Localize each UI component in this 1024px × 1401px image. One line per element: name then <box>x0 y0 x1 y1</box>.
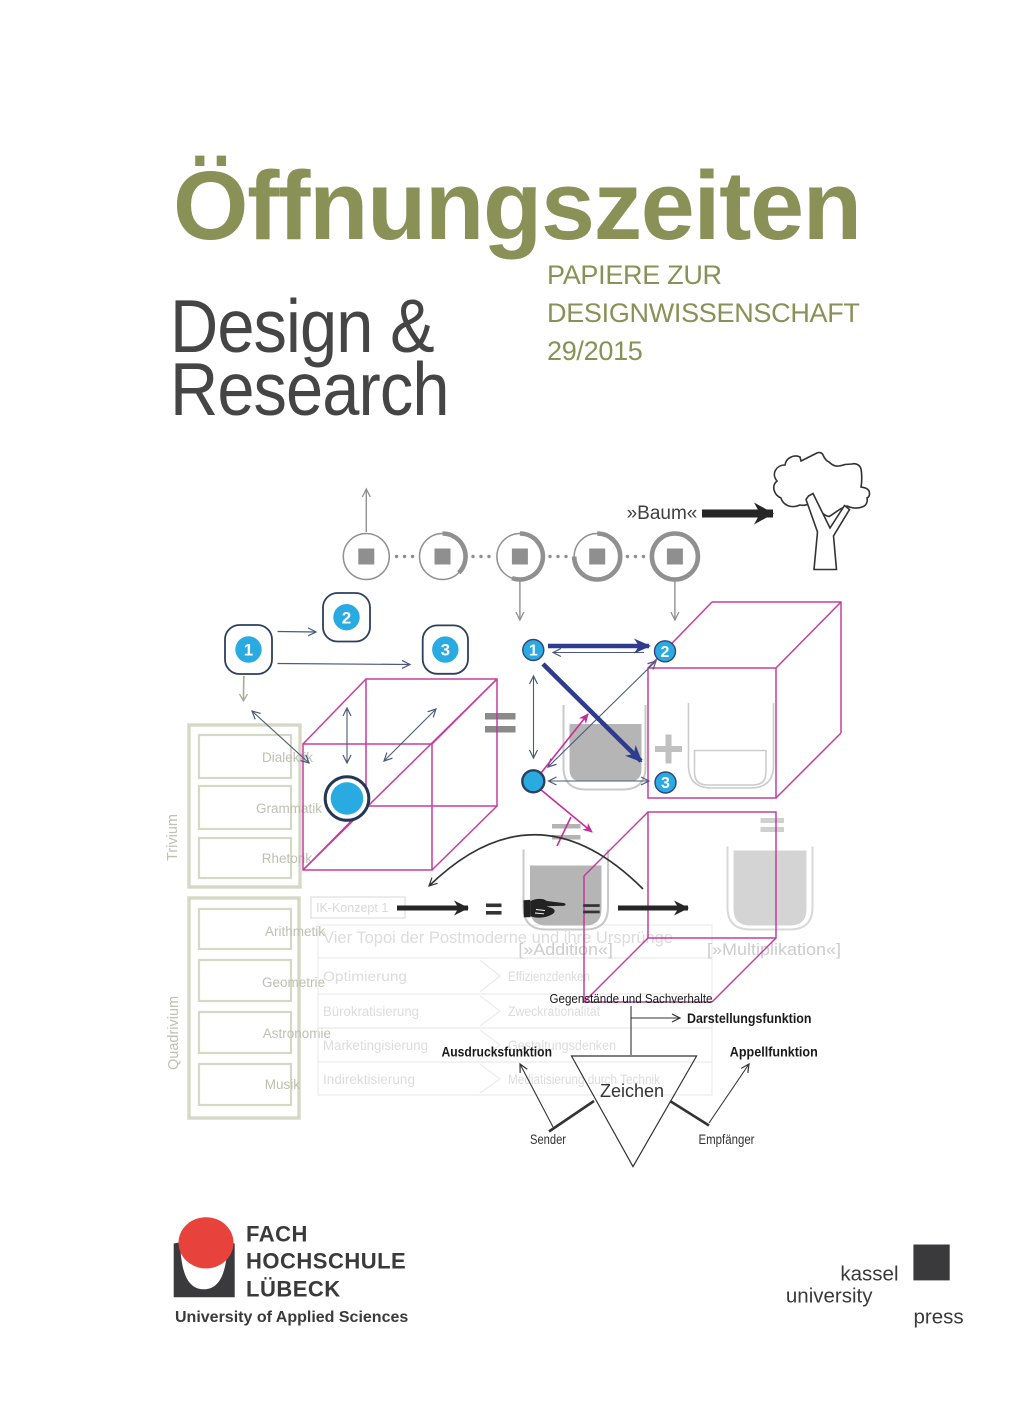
svg-text:Effizienzdenken: Effizienzdenken <box>508 969 590 984</box>
svg-text:IK-Konzept 1: IK-Konzept 1 <box>316 901 388 915</box>
svg-text:press: press <box>914 1306 964 1329</box>
svg-text:Optimierung: Optimierung <box>323 969 407 984</box>
svg-text:Astronomie: Astronomie <box>263 1026 331 1041</box>
svg-text:Trivium: Trivium <box>165 814 181 861</box>
svg-text:Dialektik: Dialektik <box>262 750 313 765</box>
svg-text:[»Multiplikation«]: [»Multiplikation«] <box>707 940 841 959</box>
svg-text:3: 3 <box>661 775 670 792</box>
svg-text:Indirektisierung: Indirektisierung <box>323 1072 415 1087</box>
svg-text:2: 2 <box>342 609 351 628</box>
svg-text:Darstellungsfunktion: Darstellungsfunktion <box>687 1011 812 1026</box>
svg-text:Musik: Musik <box>265 1077 301 1092</box>
svg-text:Quadrivium: Quadrivium <box>166 996 182 1070</box>
svg-text:Arithmetik: Arithmetik <box>265 924 325 939</box>
svg-text:FACH: FACH <box>246 1222 308 1247</box>
svg-text:Rhetorik: Rhetorik <box>262 851 313 866</box>
svg-text:1: 1 <box>529 643 538 660</box>
svg-text:Sender: Sender <box>530 1132 566 1147</box>
svg-text:Bürokratisierung: Bürokratisierung <box>323 1004 419 1019</box>
svg-text:[»Addition«]: [»Addition«] <box>518 940 613 959</box>
svg-text:Gestaltungsdenken: Gestaltungsdenken <box>508 1038 616 1053</box>
svg-text:Geometrie: Geometrie <box>262 975 325 990</box>
svg-text:Zeichen: Zeichen <box>600 1081 664 1101</box>
svg-text:3: 3 <box>441 641 450 660</box>
svg-text:Grammatik: Grammatik <box>256 801 322 816</box>
svg-text:Ausdrucksfunktion: Ausdrucksfunktion <box>442 1045 553 1060</box>
svg-text:LÜBECK: LÜBECK <box>246 1277 341 1302</box>
svg-text:2: 2 <box>661 644 670 661</box>
svg-text:»Baum«: »Baum« <box>627 503 698 524</box>
svg-text:kassel: kassel <box>840 1263 898 1286</box>
svg-text:Gegenstände und Sachverhalte: Gegenstände und Sachverhalte <box>550 991 713 1006</box>
svg-text:Appellfunktion: Appellfunktion <box>730 1045 818 1060</box>
svg-text:Vier Topoi der Postmoderne und: Vier Topoi der Postmoderne und ihre Ursp… <box>323 928 673 947</box>
svg-text:Marketingisierung: Marketingisierung <box>323 1038 428 1053</box>
svg-text:1: 1 <box>244 641 253 660</box>
svg-text:Empfänger: Empfänger <box>699 1132 755 1147</box>
svg-text:Zweckrationalität: Zweckrationalität <box>508 1004 600 1019</box>
svg-text:university: university <box>786 1285 873 1308</box>
svg-text:HOCHSCHULE: HOCHSCHULE <box>246 1249 406 1274</box>
svg-text:University of Applied Sciences: University of Applied Sciences <box>175 1309 408 1326</box>
